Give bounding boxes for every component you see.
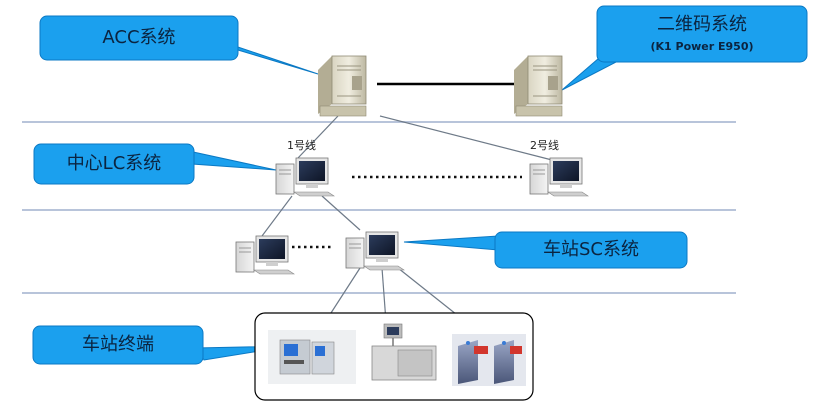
line2-label: 2号线 <box>530 139 559 152</box>
sc-workstation-icon <box>235 235 295 275</box>
callout-sc <box>403 231 688 269</box>
acc-server-icon <box>317 55 367 117</box>
lc-workstation-line1-icon <box>275 157 335 197</box>
service-counter-icon <box>371 323 437 381</box>
callout-acc <box>39 15 319 75</box>
layer-dividers <box>22 121 736 294</box>
ticket-vending-machine-icon <box>268 330 356 384</box>
callout-lc <box>33 143 277 185</box>
qr-server-icon <box>513 55 563 117</box>
callout-terminal <box>32 325 291 365</box>
sc-workstation-main-icon <box>345 231 405 271</box>
fare-gate-icon <box>452 334 526 386</box>
lc-workstation-line2-icon <box>529 157 589 197</box>
callout-qr <box>561 5 808 91</box>
line1-label: 1号线 <box>287 139 316 152</box>
